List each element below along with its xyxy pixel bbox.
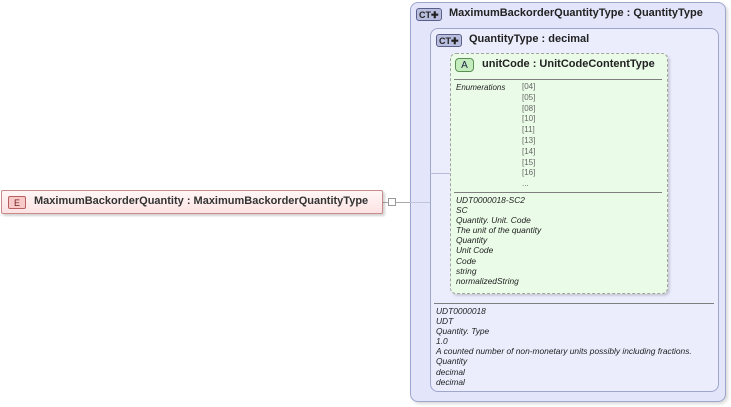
attribute-documentation: UDT0000018-SC2 SC Quantity. Unit. Code T… (456, 195, 541, 286)
doc-line: The unit of the quantity (456, 225, 542, 236)
separator (434, 303, 714, 304)
doc-line: 1.0 (436, 336, 448, 347)
base-type-title: QuantityType : decimal (469, 33, 590, 45)
enumeration-value: [08] (522, 103, 536, 113)
doc-line: Unit Code (456, 245, 494, 256)
sequence-connector[interactable] (388, 198, 396, 206)
complex-type-badge: CT✚ (416, 8, 442, 21)
tree-line (410, 202, 430, 203)
type-documentation: UDT0000018 UDT Quantity. Type 1.0 A coun… (436, 306, 692, 387)
doc-line: normalizedString (456, 275, 519, 286)
enumeration-value: [05] (522, 92, 536, 102)
doc-line: Quantity. Unit. Code (456, 215, 531, 226)
doc-line: A counted number of non-monetary units p… (436, 346, 692, 357)
doc-line: decimal (436, 376, 465, 387)
enumeration-value: [14] (522, 146, 536, 156)
enumeration-value: [10] (522, 114, 536, 124)
enumeration-value: [15] (522, 157, 536, 167)
enumeration-value: [16] (522, 168, 536, 178)
separator (454, 192, 662, 193)
complex-type-title: MaximumBackorderQuantityType : QuantityT… (449, 7, 703, 19)
expand-icon: ✚ (451, 36, 459, 46)
doc-line: Quantity (456, 235, 488, 246)
enumeration-list: [04] [05] [08] [10] [11] [13] [14] [15] … (522, 82, 535, 190)
element-title: MaximumBackorderQuantity : MaximumBackor… (34, 195, 369, 207)
doc-line: decimal (436, 366, 465, 377)
enumeration-value: [13] (522, 135, 536, 145)
element-box[interactable]: E MaximumBackorderQuantity : MaximumBack… (1, 190, 383, 214)
base-type-badge: CT✚ (436, 34, 462, 47)
tree-line (430, 173, 450, 174)
doc-line: string (456, 265, 477, 276)
doc-line: UDT0000018 (436, 306, 486, 316)
attribute-badge: A (455, 58, 474, 72)
enumeration-value: [04] (522, 82, 536, 91)
doc-line: UDT0000018-SC2 (456, 195, 525, 205)
connector-line (396, 202, 410, 203)
doc-line: UDT (436, 316, 454, 327)
enumeration-value: ... (522, 179, 529, 189)
attribute-title: unitCode : UnitCodeContentType (482, 58, 655, 70)
attribute-box (450, 53, 668, 294)
enumeration-value: [11] (522, 125, 535, 135)
doc-line: Quantity (436, 356, 468, 367)
connector-line (383, 202, 388, 203)
element-badge: E (8, 196, 26, 209)
enumerations-label: Enumerations (456, 83, 506, 92)
separator (454, 79, 662, 80)
expand-icon: ✚ (431, 10, 439, 20)
doc-line: Quantity. Type (436, 326, 490, 337)
doc-line: Code (456, 255, 477, 266)
doc-line: SC (456, 205, 468, 216)
